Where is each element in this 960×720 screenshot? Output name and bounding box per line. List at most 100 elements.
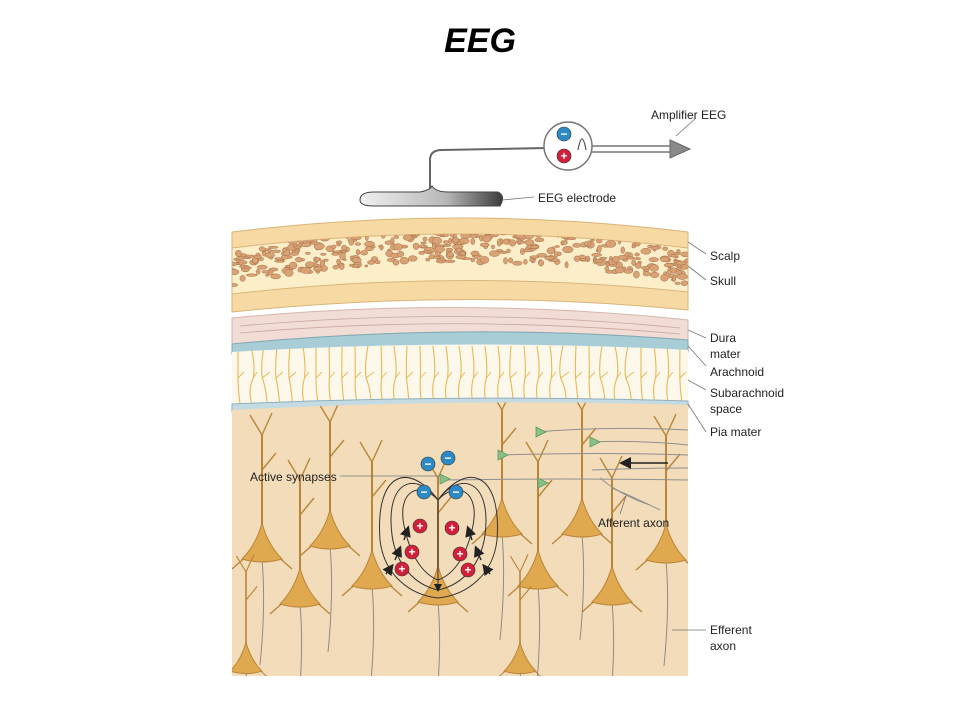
bone-spot [503, 257, 508, 265]
bone-spot [648, 257, 659, 262]
bone-spot [649, 264, 659, 272]
pyramidal-neuron [507, 439, 569, 676]
bone-spot [672, 274, 676, 282]
bone-spot [393, 235, 400, 239]
bone-spot [479, 242, 490, 248]
bone-spot [659, 256, 670, 263]
bone-spot [594, 259, 604, 263]
bone-spot [393, 243, 403, 251]
bone-spot [546, 247, 555, 255]
bone-spot [331, 250, 344, 254]
bone-spot [605, 262, 610, 267]
bone-spot [437, 258, 446, 262]
bone-spot [522, 249, 533, 253]
bone-spot [631, 259, 637, 266]
bone-spot [566, 237, 577, 240]
bone-spot [612, 256, 620, 263]
bone-spot [348, 238, 355, 246]
positive-charge-icon: + [556, 148, 572, 164]
bone-spot [445, 247, 454, 252]
bone-spot [232, 283, 238, 287]
negative-charge-icon: − [416, 484, 432, 500]
arachnoid-fiber [328, 345, 333, 411]
bone-spot [491, 244, 495, 250]
synapse-markers [439, 426, 601, 489]
bone-spot [338, 263, 345, 270]
arachnoid-fiber [315, 371, 323, 379]
bone-spot [274, 260, 286, 263]
svg-text:+: + [560, 149, 567, 163]
bone-spot [243, 266, 252, 270]
arachnoid-fiber [640, 371, 648, 379]
arachnoid-fiber [381, 371, 388, 379]
bone-spot [479, 256, 490, 264]
arachnoid-fiber [406, 371, 414, 379]
bone-spot [496, 238, 502, 247]
pyramidal-neuron [299, 402, 361, 653]
bone-spot [314, 257, 320, 262]
bone-spot [280, 255, 289, 260]
bone-spot [320, 252, 327, 256]
arachnoid-fiber [329, 371, 336, 379]
bone-spot [605, 240, 617, 248]
bone-spot [604, 266, 610, 272]
pyramidal-neuron [581, 455, 643, 676]
arachnoid-fiber [498, 371, 505, 379]
svg-text:−: − [560, 127, 567, 141]
arachnoid-fiber [575, 371, 583, 379]
bone-spot [261, 270, 271, 274]
bone-spot [673, 260, 678, 264]
slide-title: EEG [444, 22, 516, 60]
bone-spot [674, 270, 683, 275]
amplifier-circle [543, 121, 593, 171]
bone-spot [640, 247, 652, 255]
bone-spot [562, 245, 574, 254]
bone-spot [554, 245, 560, 248]
bone-spot [336, 243, 341, 247]
bone-spot [580, 258, 586, 261]
arachnoid-fiber [625, 371, 635, 379]
skull-bone-texture [232, 234, 688, 287]
pyramidal-neuron [341, 439, 403, 676]
bone-spot [305, 261, 315, 268]
label-dura-2: mater [710, 347, 741, 361]
bone-spot [268, 245, 279, 249]
bone-spot [300, 258, 306, 262]
bone-spot [626, 256, 635, 260]
bone-spot [621, 266, 627, 270]
bone-spot [529, 258, 535, 262]
arachnoid-fiber [420, 371, 427, 379]
bone-spot [564, 261, 569, 269]
bone-spot [392, 259, 400, 266]
bone-spot [412, 242, 420, 250]
bone-spot [469, 234, 478, 238]
arachnoid-fiber [524, 371, 531, 379]
arachnoid-fiber [509, 371, 518, 379]
bone-spot [258, 246, 266, 252]
bone-spot [332, 264, 339, 270]
arachnoid-fiber [473, 371, 479, 379]
label-subarachnoid-2: space [710, 402, 742, 416]
svg-text:+: + [398, 562, 405, 576]
bone-spot [339, 252, 346, 260]
bone-spot [354, 242, 361, 246]
bone-spot [680, 280, 688, 286]
bone-spot [399, 257, 410, 265]
bone-spot [431, 236, 442, 245]
bone-spot [631, 244, 636, 249]
arachnoid-fiber [365, 371, 375, 379]
bone-spot [620, 246, 625, 254]
bone-spot [452, 237, 460, 243]
bone-spot [554, 251, 558, 259]
bone-spot [408, 255, 418, 262]
bone-spot [683, 258, 688, 264]
bone-spot [336, 258, 341, 265]
bone-spot [662, 246, 669, 251]
bone-spot [255, 252, 261, 257]
svg-text:−: − [444, 451, 451, 465]
bone-spot [650, 246, 660, 251]
bone-spot [233, 258, 238, 261]
bone-spot [447, 251, 454, 257]
bone-spot [676, 273, 688, 280]
bone-spot [360, 250, 369, 256]
